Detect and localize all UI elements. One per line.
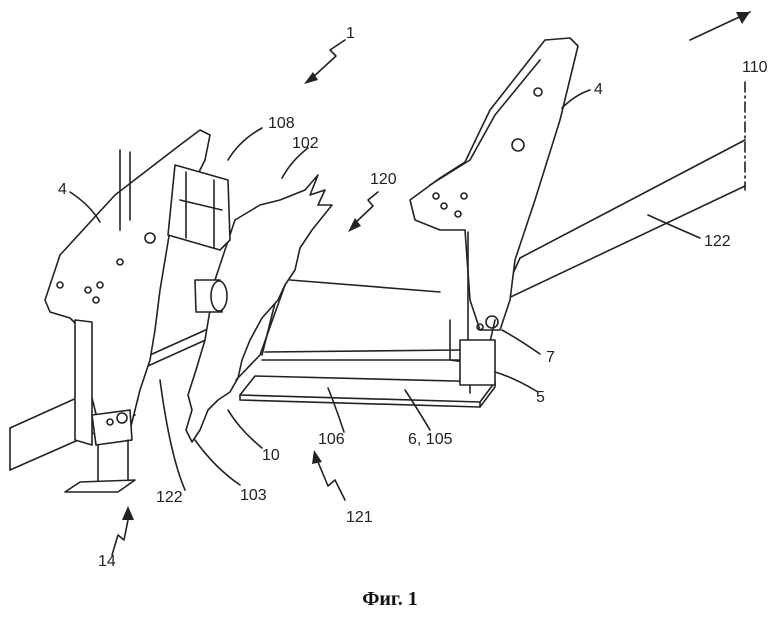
label-4-left: 4 (58, 181, 67, 198)
label-108: 108 (268, 115, 295, 132)
reference-arrow-14 (112, 506, 134, 555)
label-5: 5 (536, 389, 545, 406)
label-122-left: 122 (156, 489, 183, 506)
label-106: 106 (318, 431, 345, 448)
reference-arrow-120 (348, 192, 378, 232)
reference-arrow-121 (312, 450, 345, 500)
label-7: 7 (546, 349, 555, 366)
figure-caption: Фиг. 1 (0, 588, 780, 611)
label-121: 121 (346, 509, 373, 526)
label-1: 1 (346, 25, 355, 42)
label-103: 103 (240, 487, 267, 504)
direction-arrow-110 (690, 12, 750, 40)
label-122-right: 122 (704, 233, 731, 250)
cross-frame (262, 280, 465, 360)
hanger-frame (168, 165, 230, 312)
right-bracket (410, 38, 578, 393)
label-14: 14 (98, 553, 116, 570)
label-102: 102 (292, 135, 319, 152)
label-4-right: 4 (594, 81, 603, 98)
label-120: 120 (370, 171, 397, 188)
label-110: 110 (742, 59, 768, 76)
reference-arrow-1 (304, 40, 345, 84)
label-6-105: 6, 105 (408, 431, 453, 448)
label-10: 10 (262, 447, 280, 464)
leader-lines (70, 90, 700, 490)
base-plate (240, 376, 495, 407)
